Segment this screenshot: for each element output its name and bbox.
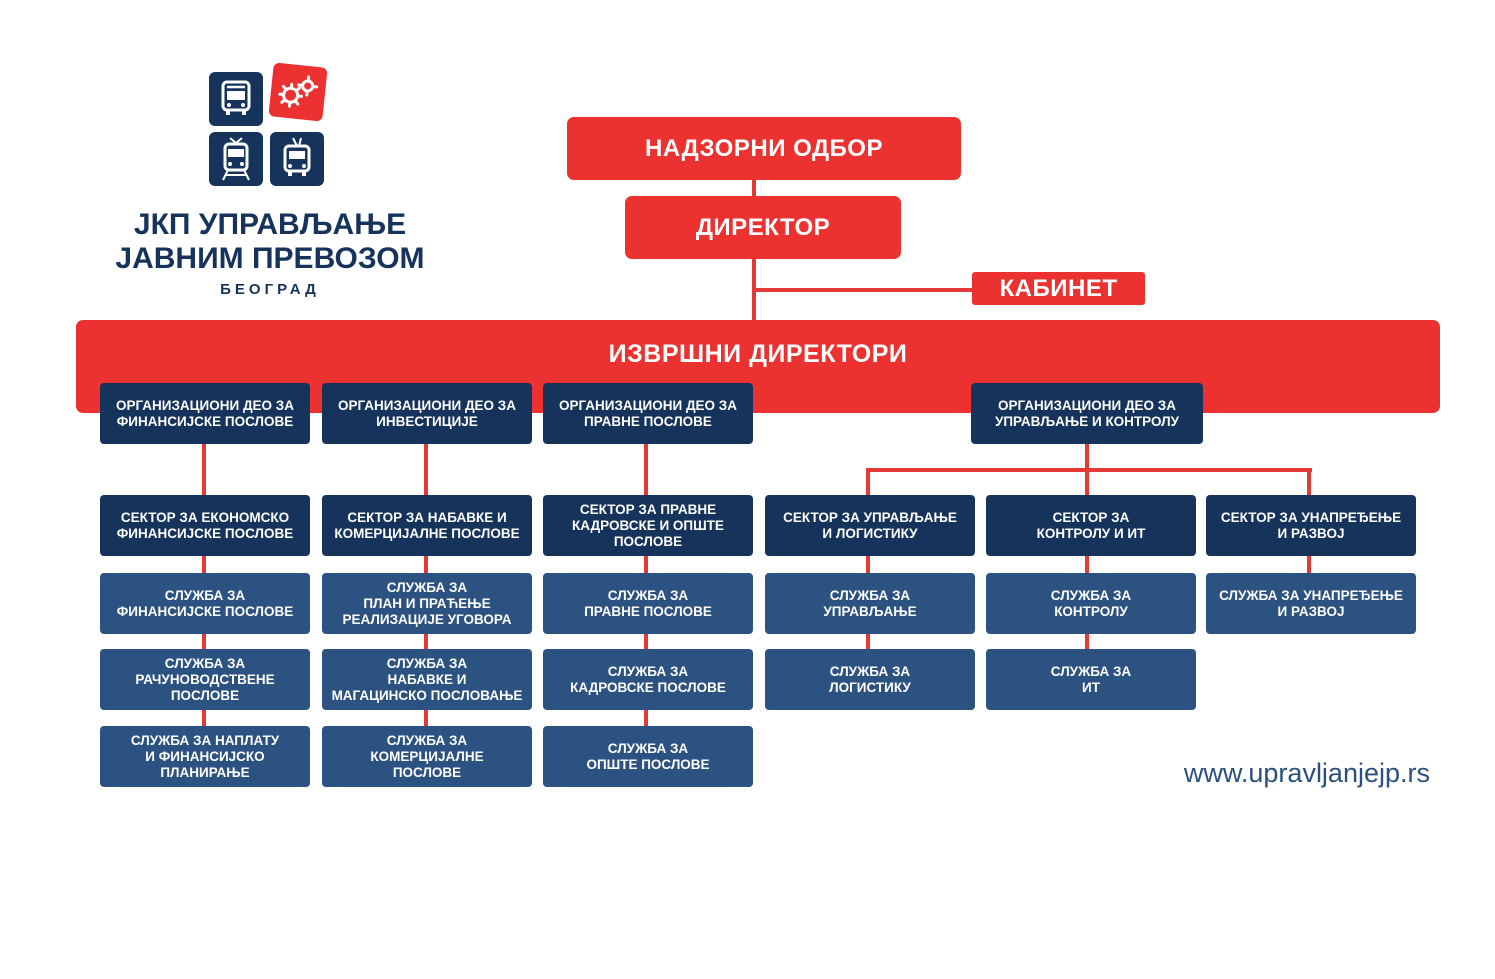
supervisory-board-box: НАДЗОРНИ ОДБОР <box>567 117 961 180</box>
logo-line-2: ЈАВНИМ ПРЕВОЗОМ <box>115 242 425 275</box>
service-it: СЛУЖБА ЗА ИТ <box>986 649 1196 710</box>
trolleybus-icon <box>270 132 324 186</box>
connector-column-4-horizontal <box>866 468 1312 472</box>
service-logistics: СЛУЖБА ЗА ЛОГИСТИКУ <box>765 649 975 710</box>
service-collection-planning: СЛУЖБА ЗА НАПЛАТУ И ФИНАНСИЈСКО ПЛАНИРАЊ… <box>100 726 310 787</box>
sector-procurement-commercial: СЕКТОР ЗА НАБАВКЕ И КОМЕРЦИЈАЛНЕ ПОСЛОВЕ <box>322 495 532 556</box>
sector-improvement-development: СЕКТОР ЗА УНАПРЕЂЕЊЕ И РАЗВОЈ <box>1206 495 1416 556</box>
sector-control-it: СЕКТОР ЗА КОНТРОЛУ И ИТ <box>986 495 1196 556</box>
connector-column-4-top <box>1085 442 1089 470</box>
tram-icon <box>209 132 263 186</box>
sector-management-logistics: СЕКТОР ЗА УПРАВЉАЊЕ И ЛОГИСТИКУ <box>765 495 975 556</box>
division-legal: ОРГАНИЗАЦИОНИ ДЕО ЗА ПРАВНЕ ПОСЛОВЕ <box>543 383 753 444</box>
logo-line-3: БЕОГРАД <box>220 281 320 298</box>
division-investments: ОРГАНИЗАЦИОНИ ДЕО ЗА ИНВЕСТИЦИЈЕ <box>322 383 532 444</box>
service-contract-monitoring: СЛУЖБА ЗА ПЛАН И ПРАЋЕЊЕ РЕАЛИЗАЦИЈЕ УГО… <box>322 573 532 634</box>
service-improvement-development: СЛУЖБА ЗА УНАПРЕЂЕЊЕ И РАЗВОЈ <box>1206 573 1416 634</box>
service-general: СЛУЖБА ЗА ОПШТЕ ПОСЛОВЕ <box>543 726 753 787</box>
service-management: СЛУЖБА ЗА УПРАВЉАЊЕ <box>765 573 975 634</box>
service-control: СЛУЖБА ЗА КОНТРОЛУ <box>986 573 1196 634</box>
division-management-control: ОРГАНИЗАЦИОНИ ДЕО ЗА УПРАВЉАЊЕ И КОНТРОЛ… <box>971 383 1203 444</box>
gears-icon <box>268 62 328 122</box>
sector-legal-hr-general: СЕКТОР ЗА ПРАВНЕ КАДРОВСКЕ И ОПШТЕ ПОСЛО… <box>543 495 753 556</box>
service-accounting: СЛУЖБА ЗА РАЧУНОВОДСТВЕНЕ ПОСЛОВЕ <box>100 649 310 710</box>
connector-board-director <box>752 178 756 198</box>
sector-economic-financial: СЕКТОР ЗА ЕКОНОМСКО ФИНАНСИЈСКЕ ПОСЛОВЕ <box>100 495 310 556</box>
division-financial: ОРГАНИЗАЦИОНИ ДЕО ЗА ФИНАНСИЈСКЕ ПОСЛОВЕ <box>100 383 310 444</box>
service-commercial: СЛУЖБА ЗА КОМЕРЦИЈАЛНЕ ПОСЛОВЕ <box>322 726 532 787</box>
bus-icon <box>209 72 263 126</box>
logo-line-1: ЈКП УПРАВЉАЊЕ <box>133 208 407 241</box>
service-procurement-warehouse: СЛУЖБА ЗА НАБАВКЕ И МАГАЦИНСКО ПОСЛОВАЊЕ <box>322 649 532 710</box>
cabinet-box: КАБИНЕТ <box>972 272 1145 305</box>
service-financial: СЛУЖБА ЗА ФИНАНСИЈСКЕ ПОСЛОВЕ <box>100 573 310 634</box>
website-link[interactable]: www.upravljanjejp.rs <box>1183 758 1430 788</box>
service-hr: СЛУЖБА ЗА КАДРОВСКЕ ПОСЛОВЕ <box>543 649 753 710</box>
connector-cabinet <box>754 288 974 292</box>
service-legal: СЛУЖБА ЗА ПРАВНЕ ПОСЛОВЕ <box>543 573 753 634</box>
director-box: ДИРЕКТОР <box>625 196 901 259</box>
